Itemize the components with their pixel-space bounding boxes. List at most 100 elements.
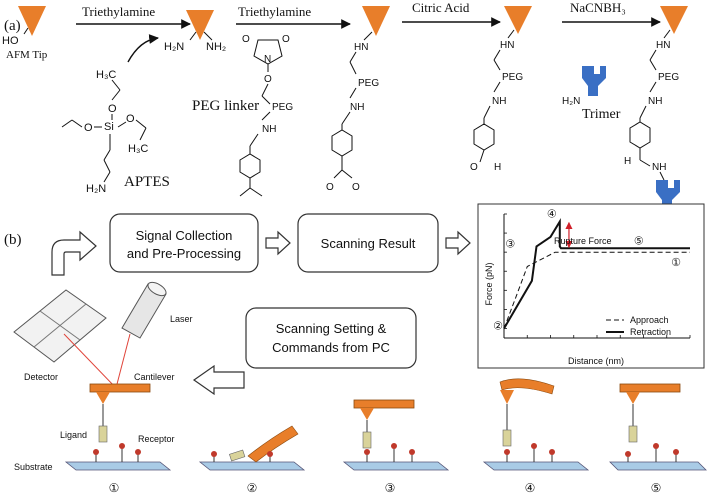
svg-text:HN: HN [656, 40, 670, 51]
chart-ylabel: Force (pN) [484, 262, 494, 305]
step-1-marker: ① [109, 481, 120, 495]
svg-text:O: O [282, 34, 290, 45]
afm-tip-4 [504, 6, 532, 34]
intermediate-2-structure: HN PEG NH O H [470, 29, 523, 173]
svg-text:PEG: PEG [502, 72, 523, 83]
force-chart-frame [477, 203, 705, 369]
svg-text:H: H [624, 156, 631, 167]
curve-point-label-2: ③ [505, 238, 515, 250]
series-line-retraction [503, 218, 690, 330]
svg-text:O: O [108, 103, 117, 115]
setting-box-line2: Commands from PC [272, 340, 390, 355]
chart-xlabel: Distance (nm) [568, 356, 624, 366]
laser-beam-out [63, 333, 117, 389]
svg-text:PEG: PEG [658, 72, 679, 83]
scan-result-text: Scanning Result [321, 236, 416, 251]
aptes-curved-arrow [127, 34, 159, 63]
flow-arrow-1 [265, 230, 291, 256]
peg-linker-structure: N O O O PEG NH [239, 34, 293, 197]
substrate-label: Substrate [14, 462, 53, 472]
laser-beam-in [115, 333, 131, 389]
svg-text:NH: NH [652, 162, 666, 173]
svg-text:O: O [126, 113, 135, 125]
svg-text:PEG: PEG [272, 102, 293, 113]
curve-point-label-1: ② [493, 321, 503, 333]
svg-text:HN: HN [354, 42, 368, 53]
signal-box-line2: and Pre-Processing [127, 246, 241, 261]
peg-linker-label: PEG linker [192, 98, 259, 114]
trimer-label: Trimer [582, 107, 621, 122]
svg-text:NH: NH [492, 96, 506, 107]
ho-label: HO [2, 35, 19, 47]
svg-text:H₂N: H₂N [562, 96, 580, 107]
trimer-molecule: H₂N [562, 66, 606, 107]
afm-tip-label: AFM Tip [6, 49, 48, 61]
svg-text:O: O [326, 182, 334, 193]
afm-tip-5 [660, 6, 688, 34]
svg-text:NH: NH [648, 96, 662, 107]
svg-text:N: N [264, 54, 271, 65]
svg-text:NH: NH [262, 124, 276, 135]
svg-text:Si: Si [104, 121, 114, 133]
svg-text:H₃C: H₃C [128, 143, 148, 155]
detector-label: Detector [24, 372, 58, 382]
step2-reagent: Triethylamine [238, 4, 311, 19]
step-4-marker: ④ [525, 481, 536, 495]
svg-text:H₂N: H₂N [86, 183, 106, 195]
svg-text:H₃C: H₃C [96, 69, 116, 81]
detector [13, 289, 107, 363]
aptes-structure: H₃C O Si O O H₃C H₂N [61, 69, 148, 195]
cantilever-label: Cantilever [134, 372, 175, 382]
stage-5-scene [609, 383, 707, 471]
laser [121, 281, 167, 339]
svg-text:PEG: PEG [358, 78, 379, 89]
step-5-marker: ⑤ [651, 481, 662, 495]
legend-label-retraction: Retraction [630, 327, 671, 337]
svg-text:O: O [84, 122, 93, 134]
rupture-force-label: Rupture Force [554, 236, 612, 246]
scanning-result-box [297, 213, 439, 273]
svg-text:O: O [264, 74, 272, 85]
force-chart-axes [503, 213, 691, 339]
svg-text:O: O [470, 162, 478, 173]
svg-text:O: O [242, 34, 250, 45]
aptes-label: APTES [124, 174, 170, 190]
curve-point-label-4: ⑤ [634, 235, 644, 247]
laser-label: Laser [170, 314, 193, 324]
afm-tip-1 [18, 6, 46, 36]
flow-curved-arrow [51, 230, 97, 276]
svg-text:H: H [494, 162, 501, 173]
receptor-label: Receptor [138, 434, 175, 444]
signal-collection-box [109, 213, 259, 273]
legend-label-approach: Approach [630, 315, 669, 325]
signal-box-line1: Signal Collection [136, 228, 233, 243]
panel-b-label: (b) [4, 232, 22, 248]
amine-left: H₂N [164, 41, 184, 53]
stage-3-scene [342, 399, 450, 471]
step4-reagent: NaCNBH₃ [570, 0, 626, 15]
stage-1-scene [64, 383, 172, 471]
afm-tip-3 [362, 6, 390, 36]
ligand-label: Ligand [60, 430, 87, 440]
setting-box-line1: Scanning Setting & [276, 321, 387, 336]
flow-arrow-2 [445, 230, 471, 256]
curve-point-label-3: ④ [547, 209, 557, 221]
stage-2-scene [198, 425, 306, 471]
scanning-setting-box [245, 307, 417, 369]
curve-point-label-5: ① [671, 257, 681, 269]
flow-arrow-3 [192, 364, 245, 396]
amine-right: NH₂ [206, 41, 226, 53]
svg-text:HN: HN [500, 40, 514, 51]
intermediate-1-structure: HN PEG NH O O [326, 31, 379, 193]
afm-tip-2 [186, 10, 214, 40]
step1-reagent: Triethylamine [82, 4, 155, 19]
series-line-approach [503, 251, 690, 329]
product-structure: HN PEG NH H NH [624, 29, 680, 210]
stage-4-scene [482, 378, 590, 471]
step-2-marker: ② [247, 481, 258, 495]
step-3-marker: ③ [385, 481, 396, 495]
panel-a-label: (a) [4, 18, 21, 34]
svg-text:NH: NH [350, 102, 364, 113]
